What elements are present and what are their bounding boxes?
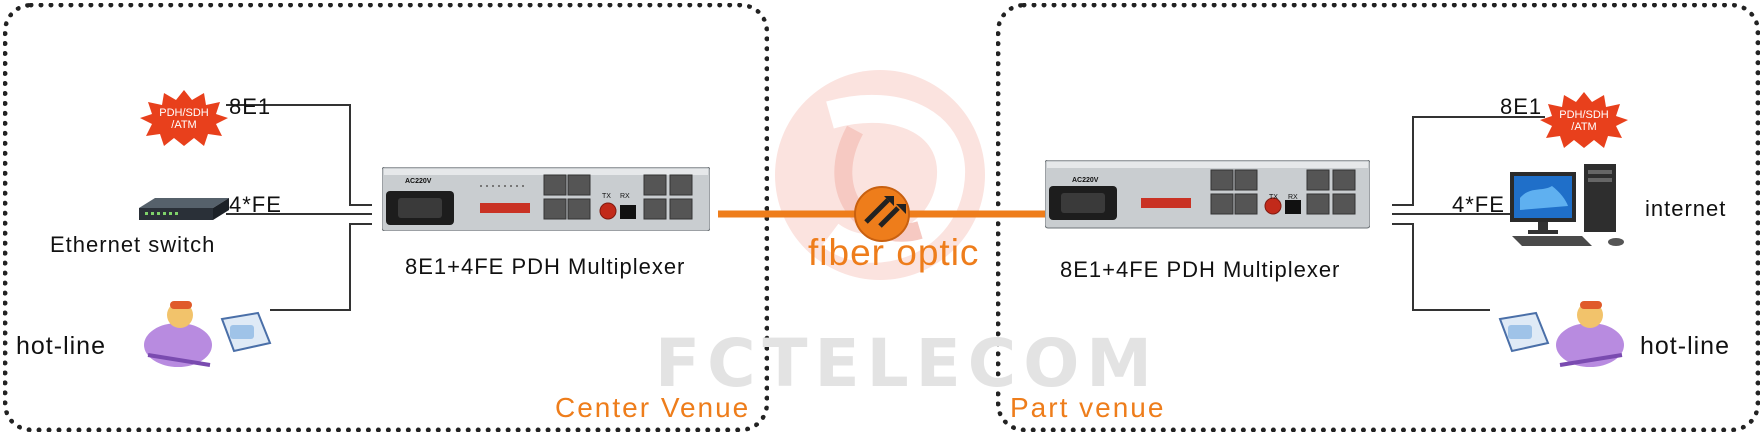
badge-line-1: PDH/SDH [1559, 109, 1609, 121]
pdh-multiplexer-device [382, 167, 710, 231]
pdh-sdh-atm-badge: PDH/SDH /ATM [138, 88, 230, 148]
tx-label: TX [602, 193, 611, 200]
internet-label: internet [1645, 196, 1727, 221]
power-label: AC220V [405, 178, 432, 185]
starburst-icon [1540, 92, 1628, 148]
link-label-8e1: 8E1 [229, 94, 272, 119]
badge-line-1: PDH/SDH [159, 107, 209, 119]
rx-label: RX [1288, 194, 1298, 201]
hotline-label: hot-line [1640, 332, 1730, 360]
tx-label: TX [1269, 194, 1278, 201]
badge-line-2: /ATM [171, 119, 197, 131]
power-label: AC220V [1072, 177, 1099, 184]
ethernet-switch-icon [139, 198, 229, 220]
rx-label: RX [620, 193, 630, 200]
link-label-8e1: 8E1 [1500, 94, 1543, 119]
starburst-icon [140, 90, 228, 146]
telephone-operator-icon [144, 301, 272, 367]
center-venue-title: Center Venue [555, 392, 751, 423]
computer-icon [1510, 164, 1624, 246]
ethernet-switch-label: Ethernet switch [50, 232, 216, 257]
link-label-4fe: 4*FE [229, 192, 282, 217]
part-venue-title: Part venue [1010, 392, 1166, 423]
multiplexer-label: 8E1+4FE PDH Multiplexer [405, 254, 686, 279]
pdh-sdh-atm-badge: PDH/SDH /ATM [1538, 90, 1630, 150]
multiplexer-label: 8E1+4FE PDH Multiplexer [1060, 257, 1341, 282]
watermark-text: FCTELECOM [655, 325, 1159, 402]
telephone-operator-icon [1498, 301, 1624, 367]
pdh-multiplexer-device [1045, 160, 1370, 229]
hotline-label: hot-line [16, 332, 106, 360]
fiber-optic-label: fiber optic [808, 232, 980, 273]
badge-line-2: /ATM [1571, 121, 1597, 133]
link-label-4fe: 4*FE [1452, 192, 1505, 217]
